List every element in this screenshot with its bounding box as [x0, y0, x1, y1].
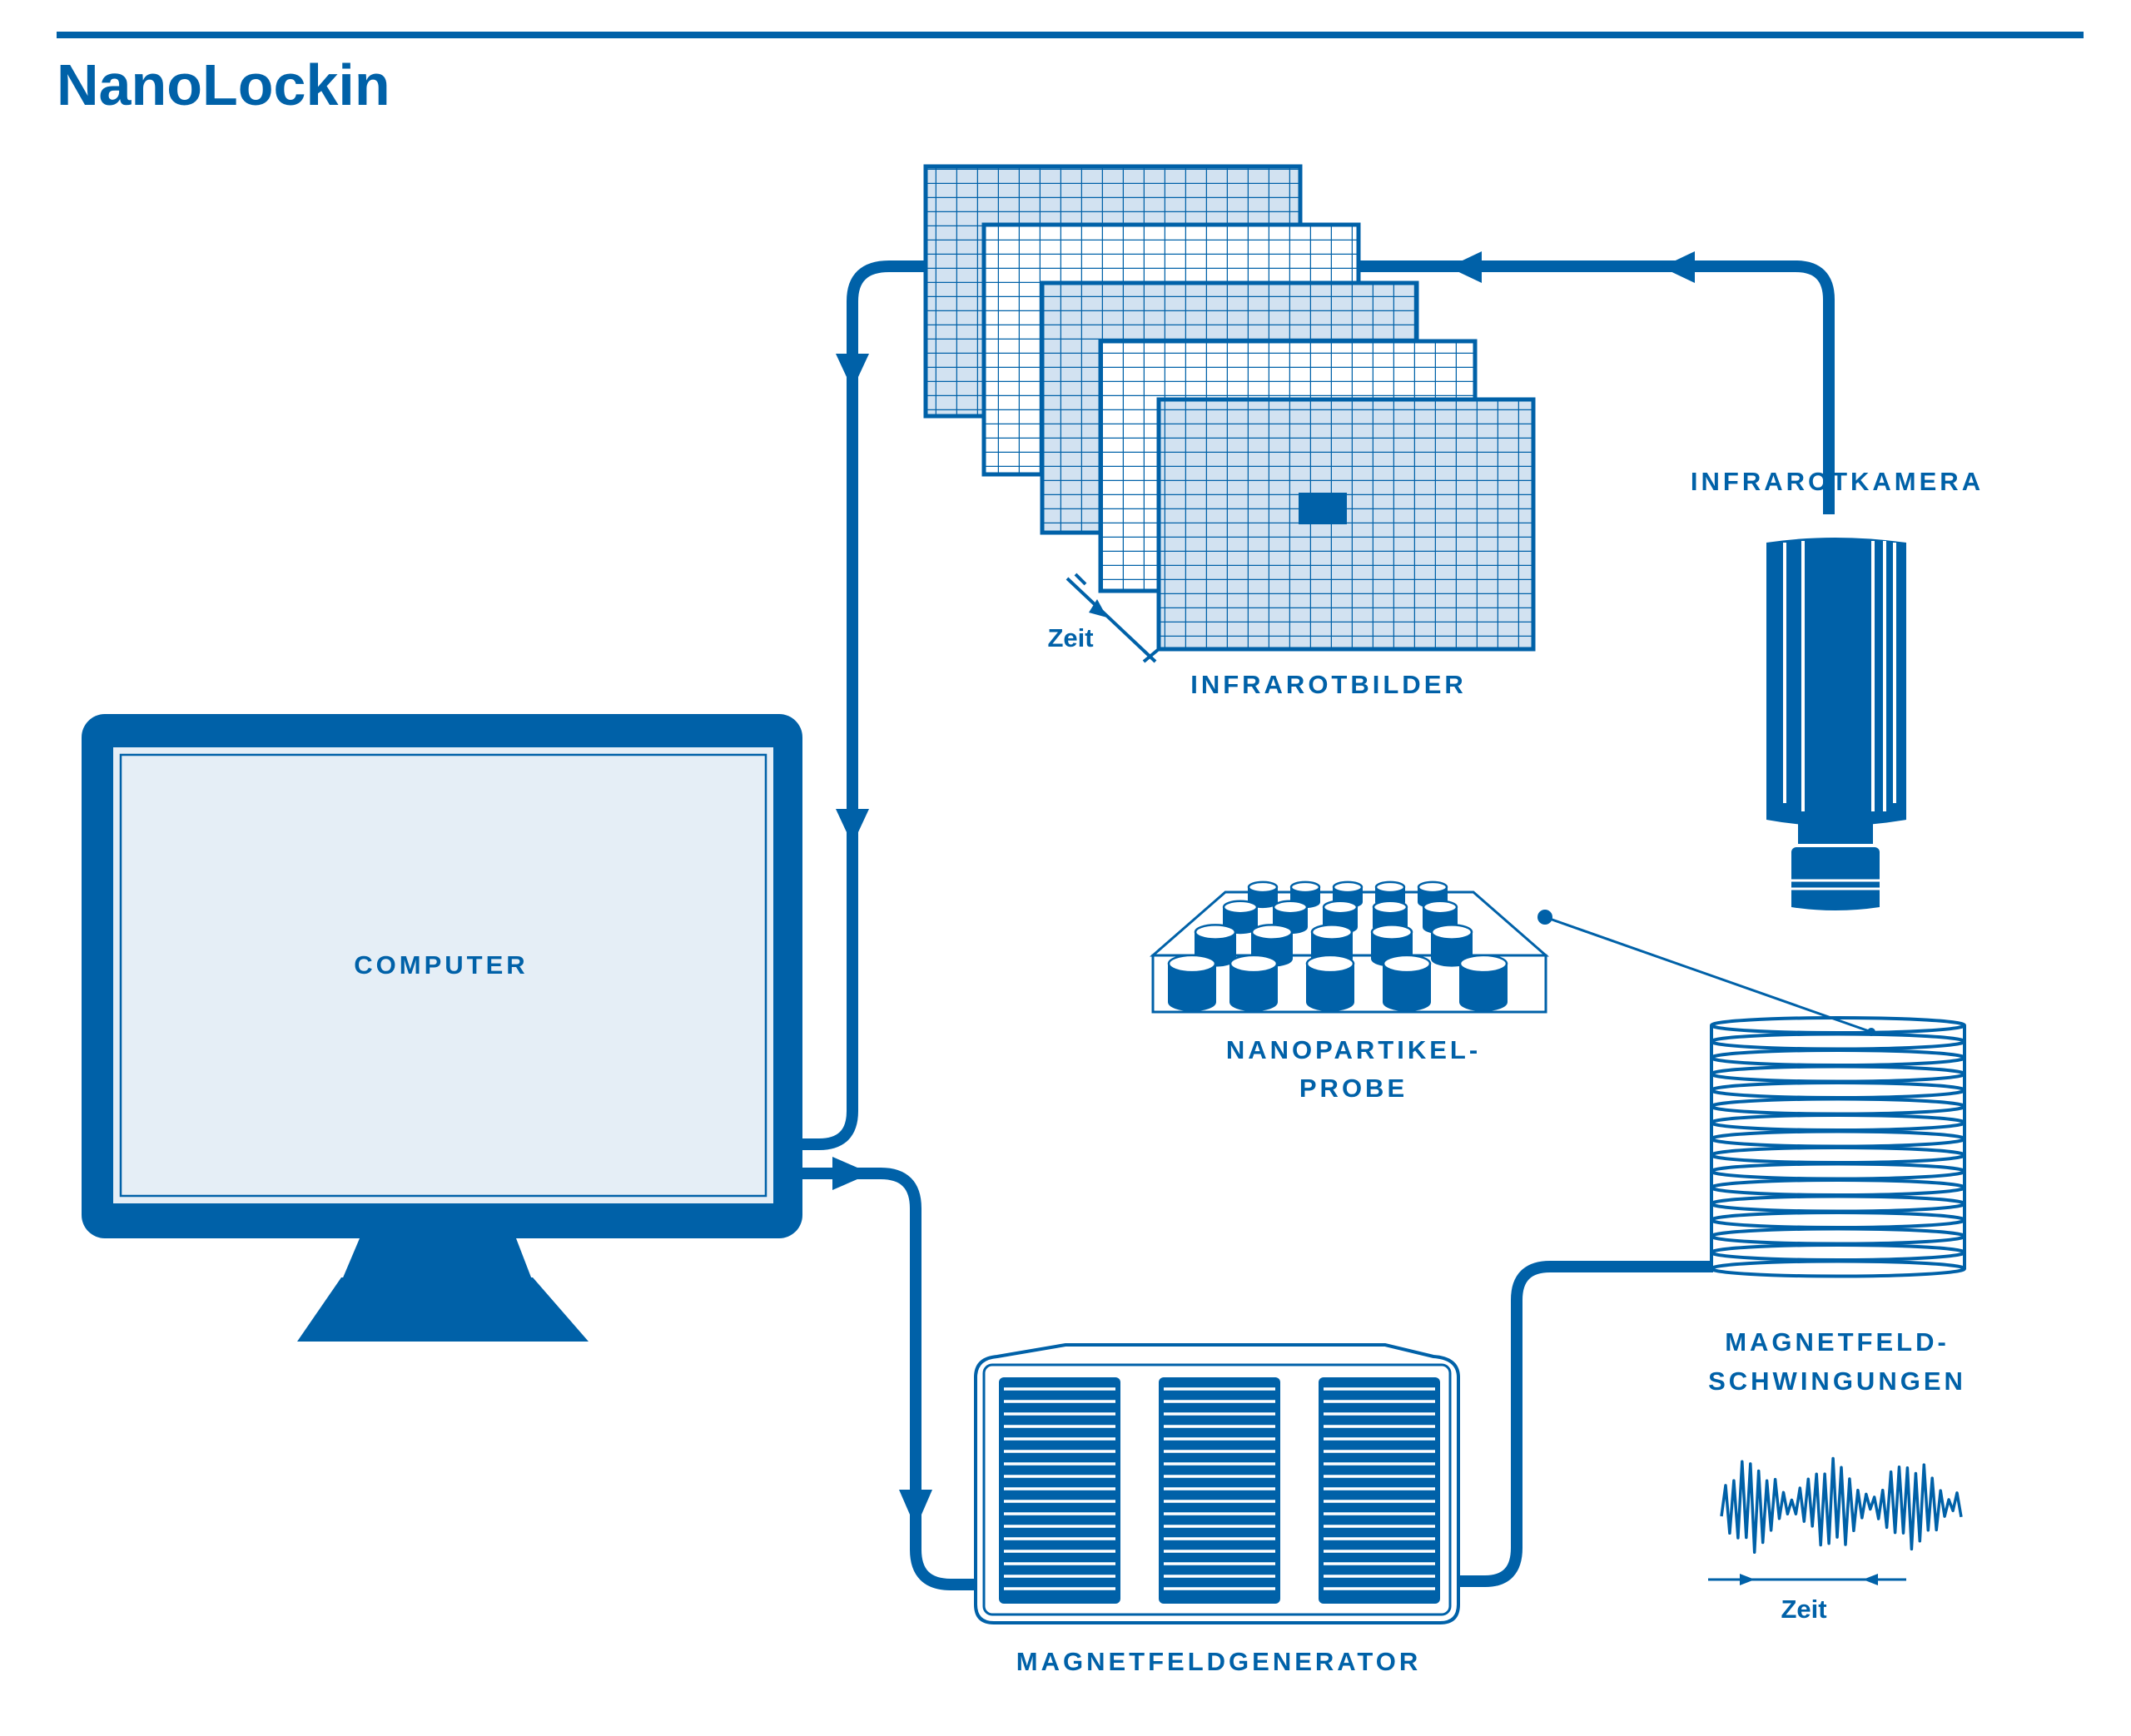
time-axis-wave	[1708, 1574, 1906, 1585]
computer-label: COMPUTER	[354, 950, 528, 980]
arrow-left-icon	[1448, 251, 1482, 283]
sample-well	[1229, 963, 1278, 1012]
magnetic-coil-icon	[1710, 1016, 1966, 1278]
sample-well-top	[1374, 880, 1406, 894]
coil-turn	[1710, 1194, 1966, 1213]
sample-well-top	[1305, 954, 1355, 974]
connection-lines	[799, 260, 1835, 1590]
arrow-down-icon	[836, 809, 869, 845]
sample-well-top	[1332, 880, 1364, 894]
sample-well-top	[1194, 924, 1237, 940]
generator-to-coil-line	[1460, 1261, 1713, 1587]
camera-to-images-line	[1349, 260, 1835, 514]
magnetfeldgenerator-label: MAGNETFELDGENERATOR	[1016, 1647, 1421, 1676]
coil-turn	[1710, 1129, 1966, 1148]
monitor-base	[297, 1277, 589, 1342]
header-rule	[57, 32, 2084, 38]
sample-well	[1168, 963, 1216, 1012]
coil-turn	[1710, 1227, 1966, 1246]
coil-turn	[1710, 1243, 1966, 1262]
images-to-computer-line	[799, 260, 932, 1150]
infrared-camera-icon	[1766, 538, 1906, 910]
arrow-left-icon	[1662, 251, 1695, 283]
sample-well-top	[1272, 900, 1309, 915]
time-axis-images	[1066, 573, 1160, 663]
sample-well	[1383, 963, 1431, 1012]
magnetfeld-label-line2: SCHWINGUNGEN	[1708, 1366, 1966, 1396]
sample-well-top	[1322, 900, 1359, 915]
sample-well-top	[1222, 900, 1259, 915]
generator-panel	[999, 1377, 1120, 1604]
time-label-images: Zeit	[1047, 623, 1093, 652]
sample-well	[1459, 963, 1508, 1012]
coil-turn	[1710, 1178, 1966, 1197]
sample-well-top	[1310, 924, 1354, 940]
nanopartikel-label-line1: NANOPARTIKEL-	[1226, 1035, 1481, 1064]
coil-turn	[1710, 1162, 1966, 1181]
sample-well-top	[1372, 900, 1408, 915]
coil-turn	[1710, 1097, 1966, 1116]
sample-well	[1306, 963, 1354, 1012]
infrared-image-stack	[923, 164, 1536, 663]
sample-well-top	[1422, 900, 1458, 915]
oscillation-waveform	[1720, 1456, 1963, 1555]
sample-well-top	[1417, 880, 1448, 894]
sample-well-top	[1458, 954, 1508, 974]
computer-monitor	[82, 714, 802, 1342]
sample-well-top	[1370, 924, 1413, 940]
coil-turn	[1710, 1114, 1966, 1132]
nanopartikel-label-line2: PROBE	[1299, 1074, 1408, 1103]
flow-arrows	[832, 251, 1695, 1528]
arrow-down-icon	[899, 1490, 932, 1528]
monitor-stand	[341, 1238, 533, 1282]
sample-well-top	[1229, 954, 1279, 974]
infrarotkamera-label: INFRAROTKAMERA	[1691, 467, 1984, 496]
generator-panel	[1159, 1377, 1280, 1604]
magnetfeld-label-line1: MAGNETFELD-	[1725, 1327, 1950, 1357]
page-title: NanoLockin	[57, 52, 390, 117]
coil-turn	[1710, 1081, 1966, 1099]
coil-turn	[1710, 1064, 1966, 1084]
infrarotbilder-label: INFRAROTBILDER	[1190, 670, 1467, 699]
sample-well-top	[1430, 924, 1473, 940]
infrared-frame-front	[1156, 397, 1536, 652]
sample-well-top	[1247, 880, 1279, 894]
generator-panel	[1319, 1377, 1440, 1604]
arrow-right-icon	[832, 1157, 871, 1190]
arrow-down-icon	[836, 354, 869, 389]
sample-well-top	[1289, 880, 1321, 894]
magnetic-field-generator-icon	[974, 1343, 1460, 1624]
time-label-wave: Zeit	[1781, 1595, 1826, 1624]
sample-well-top	[1250, 924, 1294, 940]
sample-well-top	[1167, 954, 1217, 974]
sample-well-top	[1382, 954, 1432, 974]
coil-turn	[1710, 1032, 1966, 1051]
hotspot-pixel	[1299, 493, 1347, 524]
coil-turn	[1710, 1211, 1966, 1229]
coil-turn	[1710, 1049, 1966, 1067]
computer-screen	[113, 747, 773, 1203]
coil-turn	[1710, 1146, 1966, 1164]
computer-to-generator-line	[799, 1168, 976, 1590]
nanoparticle-sample-icon	[1150, 880, 1549, 1014]
coil-turn	[1710, 1259, 1966, 1278]
